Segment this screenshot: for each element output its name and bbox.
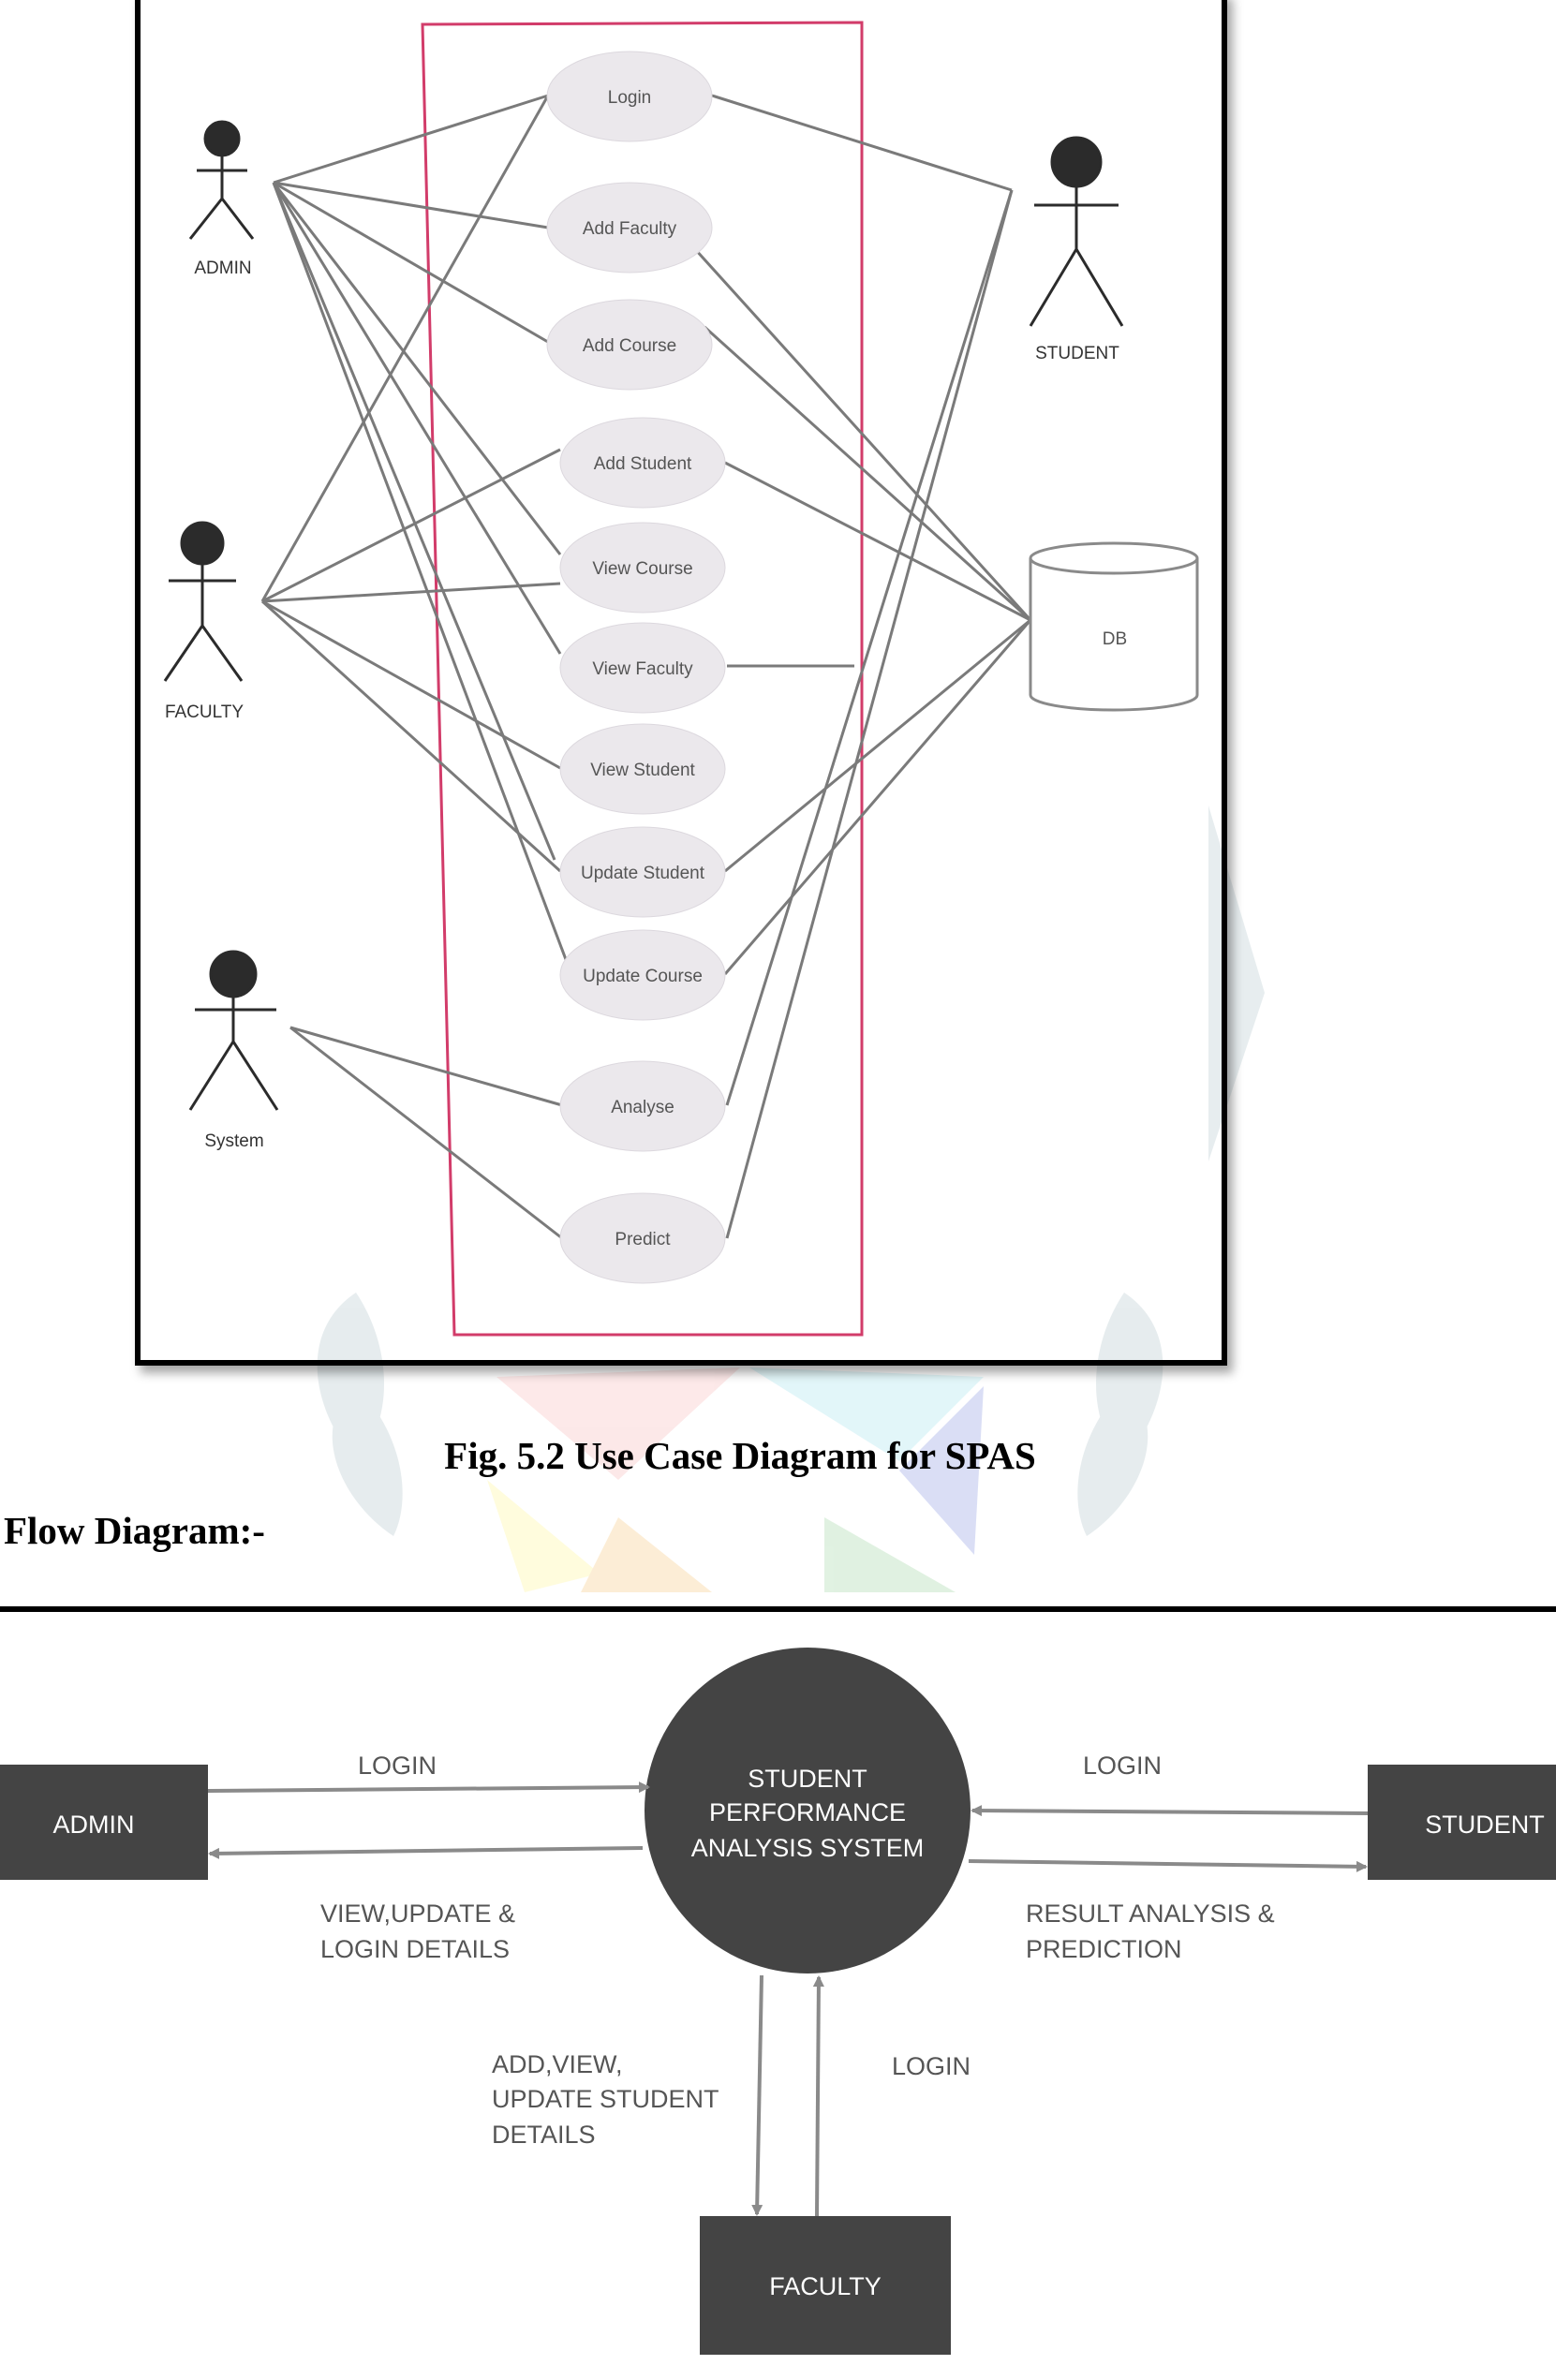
flow-arrow-student-login xyxy=(971,1805,1369,1817)
central-process-label: STUDENT xyxy=(748,1765,867,1793)
use-case-label: Update Course xyxy=(583,967,703,986)
use-case-add-course xyxy=(546,299,713,391)
use-case-label: Predict xyxy=(615,1230,671,1249)
use-case-update-student xyxy=(559,826,726,918)
flow-label: LOGIN DETAILS xyxy=(320,1935,510,1963)
entity-student-label: STUDENT xyxy=(1425,1811,1545,1839)
entity-admin-label: ADMIN xyxy=(53,1811,135,1839)
flow-label: LOGIN xyxy=(1083,1752,1162,1780)
flow-arrow-faculty-return xyxy=(751,1974,763,2216)
use-case-diagram: Login Add Faculty Add Course Add Student… xyxy=(163,21,1199,1337)
entity-faculty-label: FACULTY xyxy=(769,2272,882,2300)
association-lines xyxy=(260,94,1032,1240)
entity-admin xyxy=(0,1765,208,1880)
central-process-label: PERFORMANCE xyxy=(709,1798,906,1826)
actor-system-icon xyxy=(188,950,279,1111)
use-case-label: View Student xyxy=(590,761,695,780)
actor-admin-label: ADMIN xyxy=(194,259,251,278)
flow-label: RESULT ANALYSIS & xyxy=(1026,1900,1275,1928)
flow-label: PREDICTION xyxy=(1026,1935,1182,1963)
system-boundary xyxy=(421,21,864,1337)
actor-faculty-icon xyxy=(163,521,244,682)
actor-faculty-label: FACULTY xyxy=(165,702,244,722)
flow-label: VIEW,UPDATE & xyxy=(320,1900,515,1928)
use-case-label: View Faculty xyxy=(592,659,693,679)
actor-student-icon xyxy=(1029,136,1124,327)
flow-label: LOGIN xyxy=(358,1752,437,1780)
use-case-add-student xyxy=(559,417,726,509)
database-icon xyxy=(1029,541,1199,712)
actor-admin-icon xyxy=(188,120,255,240)
flow-arrow-admin-return xyxy=(208,1846,644,1859)
use-case-update-course xyxy=(559,929,726,1021)
use-case-label: Add Faculty xyxy=(583,219,677,239)
central-process-label: ANALYSIS SYSTEM xyxy=(691,1834,925,1862)
use-case-label: View Course xyxy=(592,559,692,579)
use-case-diagram-frame xyxy=(135,0,1227,1366)
flow-arrow-faculty-login xyxy=(812,1975,824,2217)
flow-diagram: ADMIN STUDENT FACULTY STUDENT PERFORMANC… xyxy=(0,1648,1556,2355)
actor-student-label: STUDENT xyxy=(1035,344,1119,363)
actor-system-label: System xyxy=(204,1131,263,1151)
use-case-label: Analyse xyxy=(611,1098,674,1117)
section-divider xyxy=(0,1606,1556,1612)
use-case-label: Update Student xyxy=(581,864,705,883)
central-process xyxy=(645,1648,971,1973)
flow-arrow-student-return xyxy=(968,1859,1368,1872)
use-case-label: Add Student xyxy=(594,454,692,474)
use-case-analyse xyxy=(559,1060,726,1152)
flow-label: LOGIN xyxy=(892,2052,971,2080)
use-case-add-faculty xyxy=(546,182,713,273)
use-case-login xyxy=(546,51,713,142)
use-case-predict xyxy=(559,1192,726,1284)
use-case-view-student xyxy=(559,723,726,815)
flow-arrow-admin-login xyxy=(207,1781,650,1794)
entity-faculty xyxy=(700,2216,951,2355)
section-heading: Flow Diagram:- xyxy=(4,1509,265,1552)
use-case-view-faculty xyxy=(559,622,726,714)
flow-label: DETAILS xyxy=(492,2121,596,2149)
flow-label: ADD,VIEW, xyxy=(492,2050,623,2078)
entity-student xyxy=(1368,1765,1556,1880)
use-case-label: Add Course xyxy=(583,336,676,356)
use-case-view-course xyxy=(559,522,726,613)
use-case-label: Login xyxy=(608,88,652,108)
database-label: DB xyxy=(1103,629,1127,649)
figure-caption: Fig. 5.2 Use Case Diagram for SPAS xyxy=(444,1434,1036,1477)
flow-label: UPDATE STUDENT xyxy=(492,2085,719,2113)
